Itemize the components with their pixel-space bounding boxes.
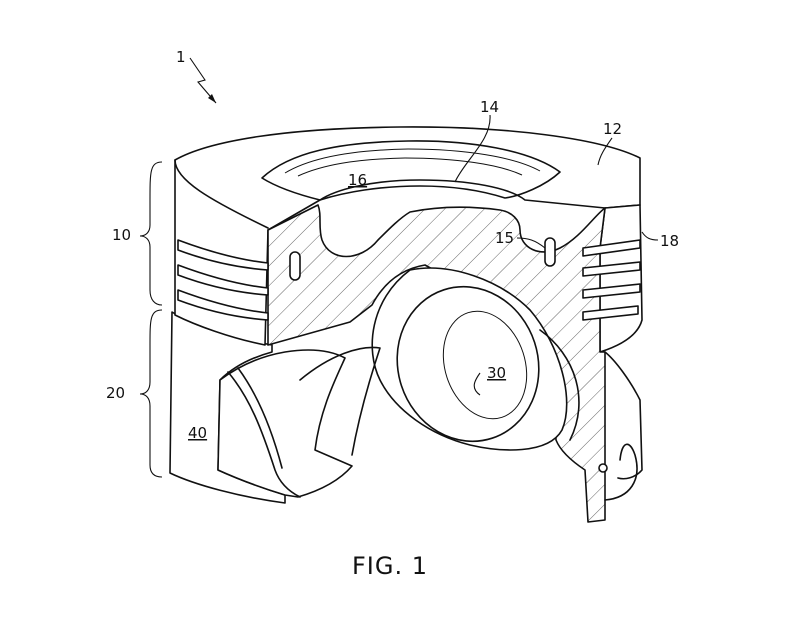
skirt-right-edge	[604, 351, 643, 480]
leader-15	[516, 237, 546, 249]
label-20: 20	[106, 384, 125, 402]
ring-grooves-right	[582, 239, 641, 321]
leader-14	[454, 114, 491, 183]
label-10: 10	[112, 226, 131, 244]
labels: 1 14 12 16 10 15 18 30 20 40 FIG. 1	[106, 48, 679, 580]
brace-20	[139, 309, 163, 478]
label-18: 18	[660, 232, 679, 250]
gallery-slot-right	[544, 237, 556, 267]
pin-bore-inner	[442, 310, 528, 420]
label-16: 16	[348, 171, 367, 189]
leader-18	[641, 231, 659, 241]
leader-12	[597, 137, 613, 166]
piston-drawing	[169, 126, 643, 523]
brace-10	[139, 161, 163, 306]
bowl-ring-1	[284, 148, 541, 174]
figure-caption: FIG. 1	[352, 552, 428, 580]
pin-bore	[396, 285, 540, 443]
arrowhead-1	[208, 94, 216, 103]
label-40: 40	[188, 424, 207, 442]
bowl-ring-2	[297, 157, 523, 177]
gallery-slot-left	[289, 251, 301, 281]
label-1: 1	[176, 48, 186, 66]
skirt-inner-curve	[227, 371, 301, 498]
label-30: 30	[487, 364, 506, 382]
skirt-hole	[598, 463, 608, 473]
leaders	[139, 57, 659, 478]
ring-grooves-left	[177, 239, 269, 321]
skirt-cutaway	[217, 349, 353, 498]
crown-top-edge	[174, 159, 269, 229]
crown-body	[174, 126, 641, 346]
crown-right-body	[599, 204, 643, 353]
skirt-right-tab	[604, 443, 638, 501]
label-14: 14	[480, 98, 499, 116]
skirt-window	[299, 346, 381, 456]
pin-boss-flange	[539, 329, 580, 441]
bowl-rim-outer	[261, 140, 561, 201]
leader-1	[189, 57, 217, 104]
label-12: 12	[603, 120, 622, 138]
leader-30	[473, 372, 481, 396]
label-15: 15	[495, 229, 514, 247]
skirt-inner-curve-2	[237, 367, 283, 469]
